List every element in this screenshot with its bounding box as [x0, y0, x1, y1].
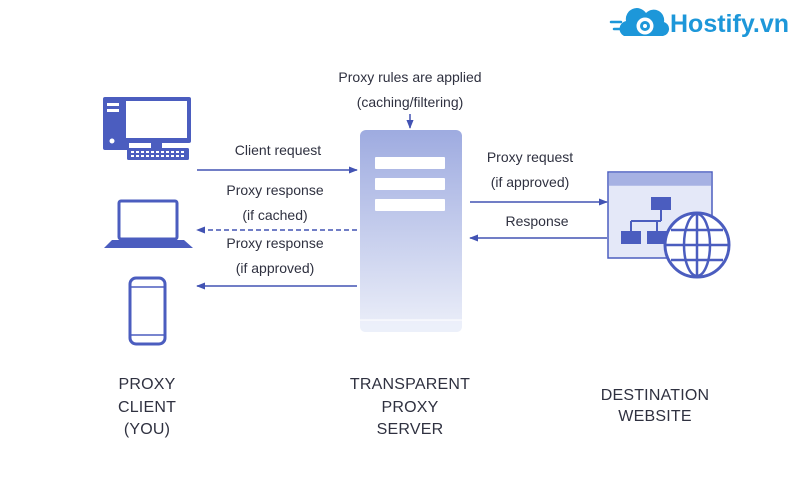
sitemap-icon — [621, 197, 671, 244]
proxy-request-line-1: Proxy request — [486, 149, 574, 165]
proxy-response-approved-line-2: (if approved) — [235, 260, 315, 276]
laptop-icon — [104, 199, 193, 248]
desktop-computer-icon — [103, 97, 191, 160]
server-caption-line-3: SERVER — [376, 421, 444, 438]
server-caption: TRANSPARENT PROXY SERVER — [350, 374, 470, 442]
proxy-response-approved-label: Proxy response (if approved) — [226, 231, 323, 281]
proxy-request-label: Proxy request (if approved) — [487, 145, 573, 195]
response-label-line-1: Response — [505, 213, 569, 229]
destination-caption-line-1: DESTINATION — [600, 387, 710, 404]
client-request-label-line-1: Client request — [234, 142, 322, 158]
proxy-response-approved-line-1: Proxy response — [226, 235, 324, 251]
server-caption-line-1: TRANSPARENT — [349, 376, 471, 393]
cloud-lock-icon — [609, 8, 670, 36]
proxy-response-cached-line-2: (if cached) — [242, 207, 308, 223]
globe-icon — [663, 211, 731, 279]
logo-text: Hostify.vn — [670, 10, 789, 38]
client-caption: PROXY CLIENT (YOU) — [118, 374, 176, 442]
client-caption-line-1: PROXY — [118, 376, 176, 393]
response-label: Response — [505, 209, 568, 234]
destination-caption: DESTINATION WEBSITE — [601, 385, 710, 427]
server-note: Proxy rules are applied (caching/filteri… — [338, 65, 481, 115]
website-globe-icon — [607, 171, 731, 279]
server-note-line-1: Proxy rules are applied — [338, 69, 482, 85]
destination-caption-line-2: WEBSITE — [618, 408, 692, 425]
client-request-label: Client request — [235, 138, 321, 163]
proxy-response-cached-line-1: Proxy response — [226, 182, 324, 198]
proxy-request-line-2: (if approved) — [490, 174, 570, 190]
server-icon — [360, 130, 462, 332]
client-caption-line-2: CLIENT — [117, 398, 177, 416]
smartphone-icon — [128, 276, 167, 346]
server-caption-line-2: PROXY — [381, 398, 439, 416]
server-note-line-2: (caching/filtering) — [356, 94, 464, 110]
proxy-response-cached-label: Proxy response (if cached) — [226, 178, 323, 228]
client-caption-line-3: (YOU) — [123, 421, 171, 438]
